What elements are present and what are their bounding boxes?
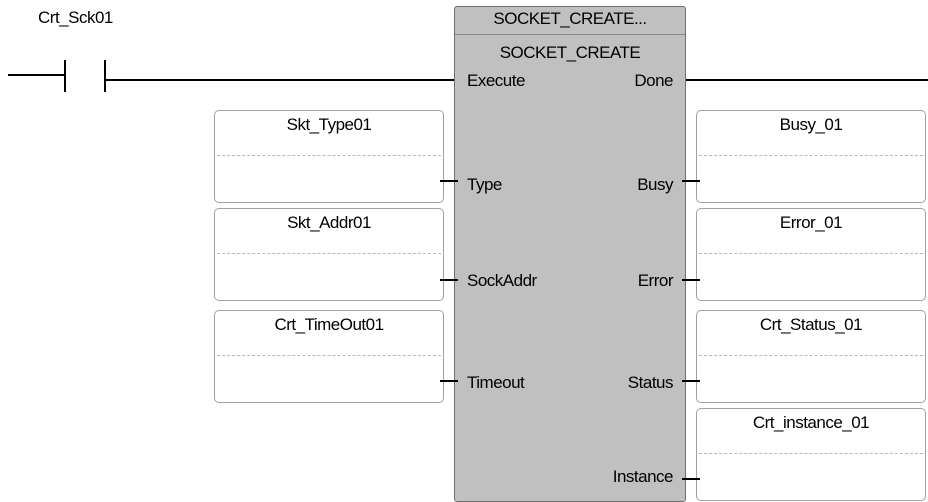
rung-wire-to-fb <box>106 79 454 81</box>
fb-output-status: Status <box>627 373 674 392</box>
contact-left-bar <box>64 60 66 92</box>
fb-input-timeout: Timeout <box>467 373 525 392</box>
output-variable-status[interactable]: Crt_Status_01 <box>696 310 926 403</box>
connector-busy <box>682 180 700 182</box>
fb-output-busy: Busy <box>637 175 673 194</box>
fb-input-sockaddr: SockAddr <box>467 271 537 290</box>
variable-divider <box>699 453 923 454</box>
variable-name: Crt_Status_01 <box>759 315 863 334</box>
variable-name: Skt_Type01 <box>286 115 372 134</box>
variable-name: Skt_Addr01 <box>287 213 371 232</box>
variable-divider <box>699 355 923 356</box>
fb-output-instance: Instance <box>612 467 674 486</box>
variable-divider <box>217 155 441 156</box>
output-variable-busy[interactable]: Busy_01 <box>696 110 926 203</box>
connector-status <box>682 380 700 382</box>
output-variable-instance[interactable]: Crt_instance_01 <box>696 408 926 501</box>
input-variable-type[interactable]: Skt_Type01 <box>214 110 444 203</box>
variable-name: Crt_TimeOut01 <box>274 315 384 334</box>
input-variable-timeout[interactable]: Crt_TimeOut01 <box>214 310 444 403</box>
variable-divider <box>217 355 441 356</box>
fb-input-execute: Execute <box>467 71 525 90</box>
connector-sockaddr <box>440 279 458 281</box>
variable-name: Error_01 <box>779 213 843 232</box>
variable-name: Crt_instance_01 <box>752 413 870 432</box>
rung-wire-right <box>686 79 928 81</box>
connector-instance <box>682 478 700 480</box>
fb-input-type: Type <box>467 175 502 194</box>
fb-output-error: Error <box>637 271 674 290</box>
fb-type-name: SOCKET_CREATE <box>499 43 641 62</box>
connector-error <box>682 279 700 281</box>
connector-type <box>440 180 458 182</box>
fb-title-separator <box>455 34 685 35</box>
fb-instance-name[interactable]: SOCKET_CREATE... <box>493 9 647 28</box>
output-variable-error[interactable]: Error_01 <box>696 208 926 301</box>
variable-divider <box>217 253 441 254</box>
socket-create-function-block[interactable]: SOCKET_CREATE... SOCKET_CREATE Execute T… <box>454 6 686 502</box>
rung-wire-left <box>8 74 64 76</box>
variable-name: Busy_01 <box>779 115 843 134</box>
variable-divider <box>699 253 923 254</box>
variable-divider <box>699 155 923 156</box>
contact-right-bar <box>104 60 106 92</box>
input-variable-sockaddr[interactable]: Skt_Addr01 <box>214 208 444 301</box>
contact-tag-label[interactable]: Crt_Sck01 <box>38 8 113 27</box>
no-contact[interactable] <box>64 60 106 92</box>
connector-timeout <box>440 380 458 382</box>
fb-output-done: Done <box>634 71 673 90</box>
